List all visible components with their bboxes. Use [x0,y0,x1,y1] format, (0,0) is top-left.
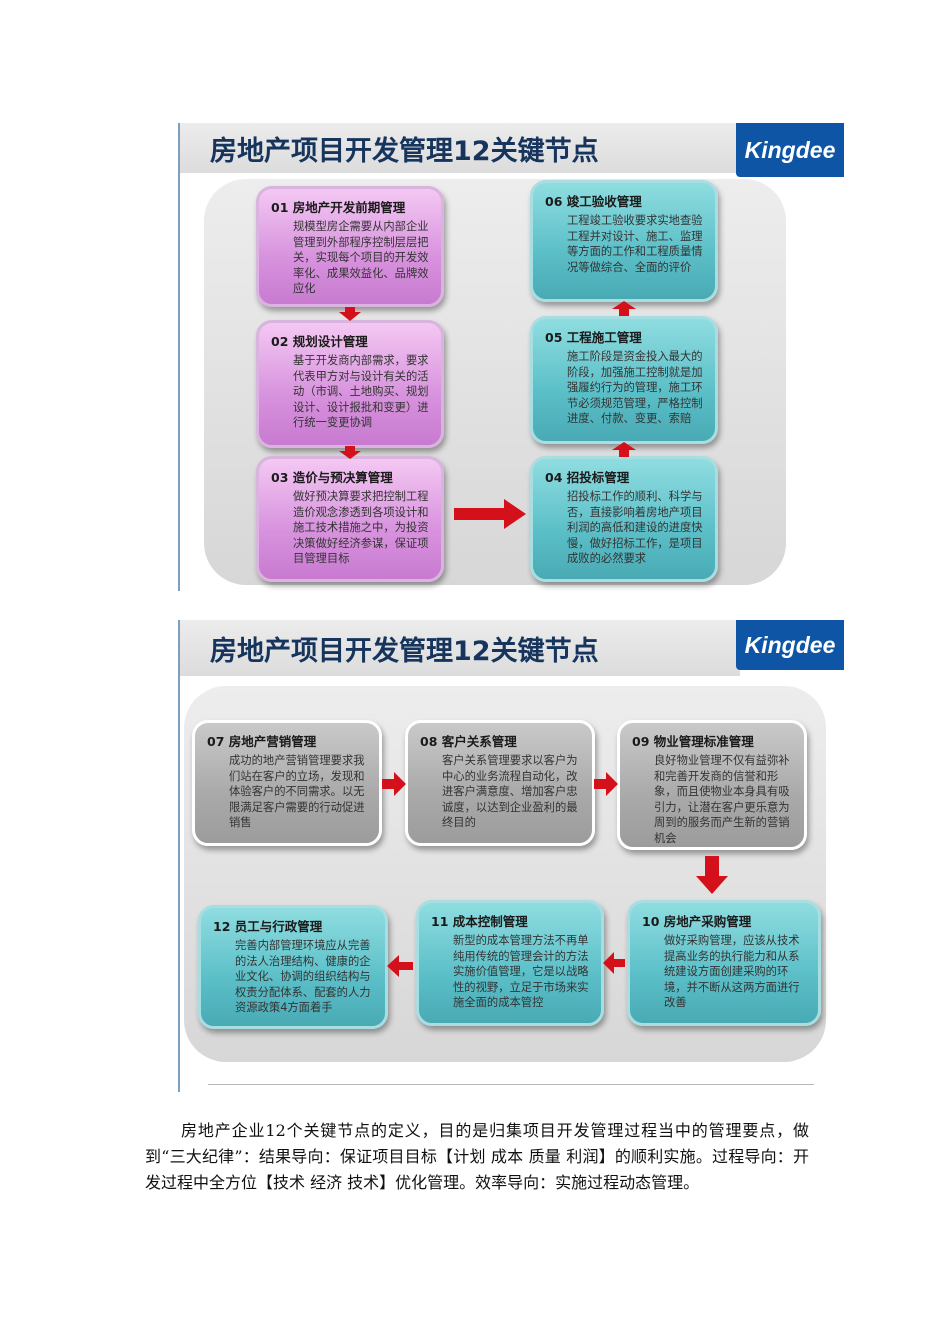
node-card-05: 05 工程施工管理 施工阶段是资金投入最大的阶段，加强施工控制就是加强履约行为的… [530,316,718,444]
kingdee-logo: Kingdee [736,123,844,177]
node-title: 01 房地产开发前期管理 [271,200,406,215]
node-card-01: 01 房地产开发前期管理 规模型房企需要从内部企业管理到外部程序控制层层把关，实… [256,186,444,307]
arrow-up-icon [612,301,636,316]
node-title: 08 客户关系管理 [420,734,517,749]
paragraph-text: 房地产企业12个关键节点的定义，目的是归集项目开发管理过程当中的管理要点，做到“… [145,1121,809,1192]
node-description: 做好预决算要求把控制工程造价观念渗透到各项设计和施工技术措施之中，为投资决策做好… [293,490,429,566]
node-description: 良好物业管理不仅有益弥补和完善开发商的信誉和形象，而且使物业本身具有吸引力，让潜… [654,754,790,845]
node-description: 工程竣工验收要求实地查验工程并对设计、施工、监理等方面的工作和工程质量情况等做综… [567,214,703,274]
arrow-down-icon [339,446,361,459]
node-title: 11 成本控制管理 [431,914,528,929]
slide-key-nodes-2: 房地产项目开发管理12关键节点 Kingdee 07 房地产营销管理 成功的地产… [178,620,844,1092]
node-title: 07 房地产营销管理 [207,734,317,749]
body-paragraph: 房地产企业12个关键节点的定义，目的是归集项目开发管理过程当中的管理要点，做到“… [145,1118,809,1196]
node-description: 规模型房企需要从内部企业管理到外部程序控制层层把关，实现每个项目的开发效率化、成… [293,220,429,296]
node-description: 新型的成本管理方法不再单纯用传统的管理会计的方法实施价值管理，它是以战略性的视野… [453,934,589,1010]
node-title: 03 造价与预决算管理 [271,470,393,485]
node-title: 05 工程施工管理 [545,330,642,345]
node-card-08: 08 客户关系管理 客户关系管理要求以客户为中心的业务流程自动化，改进客户满意度… [405,720,595,846]
slide-title: 房地产项目开发管理12关键节点 [210,136,599,167]
kingdee-logo: Kingdee [736,620,844,670]
node-card-04: 04 招投标管理 招投标工作的顺利、科学与否，直接影响着房地产项目利润的高低和建… [530,456,718,582]
arrow-down-icon [339,307,361,321]
node-title: 10 房地产采购管理 [642,914,752,929]
arrow-right-icon [382,772,406,796]
node-description: 客户关系管理要求以客户为中心的业务流程自动化，改进客户满意度、增加客户忠诚度，以… [442,754,578,830]
arrow-up-icon [612,442,636,457]
node-description: 施工阶段是资金投入最大的阶段，加强施工控制就是加强履约行为的管理，施工环节必须规… [567,350,703,426]
node-card-10: 10 房地产采购管理 做好采购管理，应该从技术提高业务的执行能力和从系统建设方面… [627,900,821,1026]
node-card-12: 12 员工与行政管理 完善内部管理环境应从完善的法人治理结构、健康的企业文化、协… [198,905,388,1029]
node-card-06: 06 竣工验收管理 工程竣工验收要求实地查验工程并对设计、施工、监理等方面的工作… [530,180,718,302]
node-title: 12 员工与行政管理 [213,919,323,934]
node-title: 02 规划设计管理 [271,334,368,349]
node-card-07: 07 房地产营销管理 成功的地产营销管理要求我们站在客户的立场，发现和体验客户的… [192,720,382,846]
node-card-09: 09 物业管理标准管理 良好物业管理不仅有益弥补和完善开发商的信誉和形象，而且使… [617,720,807,850]
slide-key-nodes-1: 房地产项目开发管理12关键节点 Kingdee 01 房地产开发前期管理 规模型… [178,123,844,591]
node-title: 09 物业管理标准管理 [632,734,754,749]
node-title: 06 竣工验收管理 [545,194,642,209]
slide-title: 房地产项目开发管理12关键节点 [210,636,599,667]
node-card-03: 03 造价与预决算管理 做好预决算要求把控制工程造价观念渗透到各项设计和施工技术… [256,456,444,582]
node-card-02: 02 规划设计管理 基于开发商内部需求，要求代表甲方对与设计有关的活动（市调、土… [256,320,444,448]
arrow-left-icon [603,952,625,974]
slide-title-banner: 房地产项目开发管理12关键节点 [180,620,740,676]
arrow-left-icon [387,955,413,977]
node-description: 基于开发商内部需求，要求代表甲方对与设计有关的活动（市调、土地购买、规划设计、设… [293,354,429,430]
node-description: 完善内部管理环境应从完善的法人治理结构、健康的企业文化、协调的组织结构与权责分配… [235,939,371,1015]
node-description: 招投标工作的顺利、科学与否，直接影响着房地产项目利润的高低和建设的进度快慢，做好… [567,490,703,566]
node-card-11: 11 成本控制管理 新型的成本管理方法不再单纯用传统的管理会计的方法实施价值管理… [416,900,604,1026]
arrow-down-icon [696,856,728,894]
divider [208,1084,814,1085]
arrow-right-icon [454,499,526,529]
node-description: 做好采购管理，应该从技术提高业务的执行能力和从系统建设方面创建采购的环境，并不断… [664,934,800,1010]
slide-title-banner: 房地产项目开发管理12关键节点 [180,123,740,173]
arrow-right-icon [594,772,618,796]
node-title: 04 招投标管理 [545,470,630,485]
node-description: 成功的地产营销管理要求我们站在客户的立场，发现和体验客户的不同需求。以无限满足客… [229,754,365,830]
